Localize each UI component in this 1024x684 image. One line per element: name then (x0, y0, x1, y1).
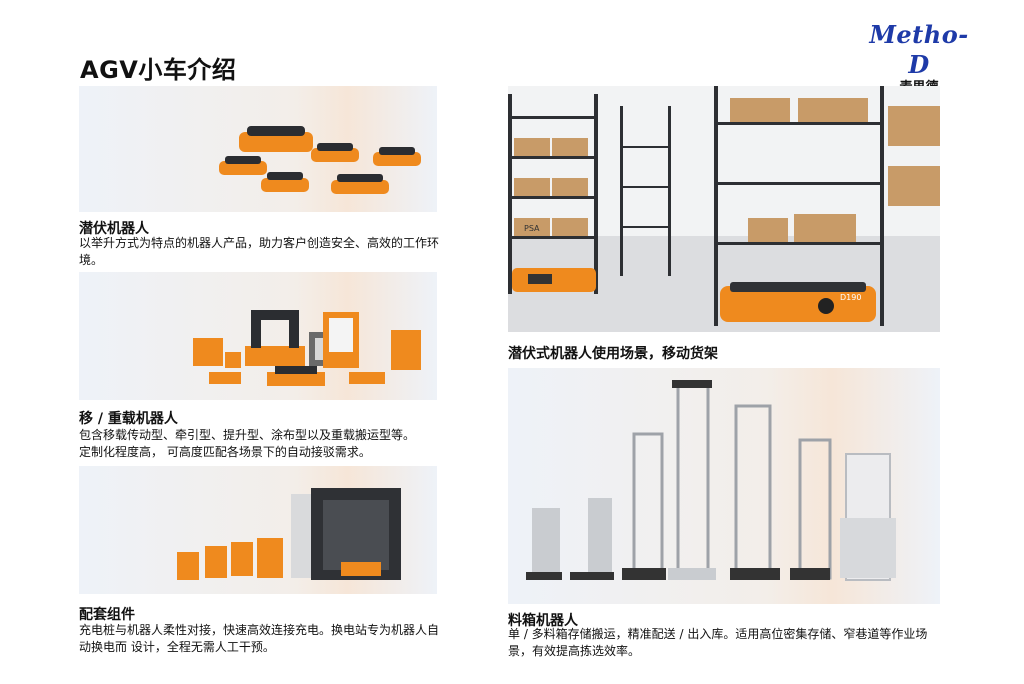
bin-robot-5 (730, 404, 780, 580)
robot-lift-tall (323, 312, 359, 368)
heavy-desc-line2: 定制化程度高， 可高度匹配各场景下的自动接驳需求。 (79, 445, 371, 459)
agv-unit (373, 147, 421, 166)
agv-main (720, 282, 876, 322)
accessories-image (79, 466, 437, 594)
battery-swap-station (291, 488, 401, 580)
bin-robot-2 (570, 498, 614, 580)
robot-low-platform (267, 366, 325, 386)
bin-title: 料箱机器人 (508, 613, 578, 629)
charging-pile (177, 538, 283, 580)
shelf-mid (620, 106, 671, 276)
bin-robot-image (508, 368, 940, 604)
bin-robot-3 (622, 432, 666, 580)
scene-caption: 潜伏式机器人使用场景，移动货架 (508, 346, 718, 362)
heavy-desc-line1: 包含移载传动型、牵引型、提升型、涂布型以及重载搬运型等。 (79, 428, 416, 442)
robot-small (209, 372, 385, 384)
agv-unit (219, 156, 267, 175)
agv-unit (261, 172, 309, 192)
accessories-desc: 充电桩与机器人柔性对接，快速高效连接充电。换电站专为机器人自动换电而 设计，全程… (79, 623, 440, 654)
agv-unit (331, 174, 389, 194)
box-label: PSA (524, 224, 540, 233)
shelf-left (508, 94, 598, 294)
heavy-robot-image (79, 272, 437, 400)
latent-title: 潜伏机器人 (79, 221, 149, 237)
heavy-robots-illustration (193, 310, 421, 386)
heavy-title: 移 / 重载机器人 (79, 411, 178, 427)
agv-left (512, 268, 596, 292)
robot-box (391, 330, 421, 370)
latent-robots-illustration (219, 126, 421, 194)
bin-robot-6 (790, 438, 832, 580)
page-title: AGV小车介绍 (80, 56, 237, 84)
latent-desc: 以举升方式为特点的机器人产品，助力客户创造安全、高效的工作环境。 (79, 236, 440, 267)
bin-robot-1 (526, 508, 562, 580)
bin-robot-4 (668, 380, 716, 580)
logo-wordmark: Metho-D (869, 20, 969, 79)
warehouse-scene-illustration: PSA (508, 86, 940, 332)
brand-logo: Metho-D 麦思德 (862, 20, 976, 95)
robot-lift-frame (245, 310, 305, 366)
accessories-title: 配套组件 (79, 607, 135, 623)
accessories-illustration (177, 488, 401, 580)
agv-unit (311, 143, 359, 162)
bin-desc: 单 / 多料箱存储搬运，精准配送 / 出入库。适用高位密集存储、窄巷道等作业场景… (508, 627, 928, 658)
warehouse-scene-photo: PSA (508, 86, 940, 332)
agv-unit-large (239, 126, 313, 152)
bin-robots-illustration (526, 380, 896, 581)
robot-label: D190 (840, 293, 861, 302)
robot-transfer (193, 338, 241, 368)
shelf-right (714, 86, 884, 326)
latent-robot-image (79, 86, 437, 212)
bin-robot-7 (840, 453, 896, 581)
boxes-right (730, 98, 940, 242)
boxes-left (514, 138, 588, 236)
